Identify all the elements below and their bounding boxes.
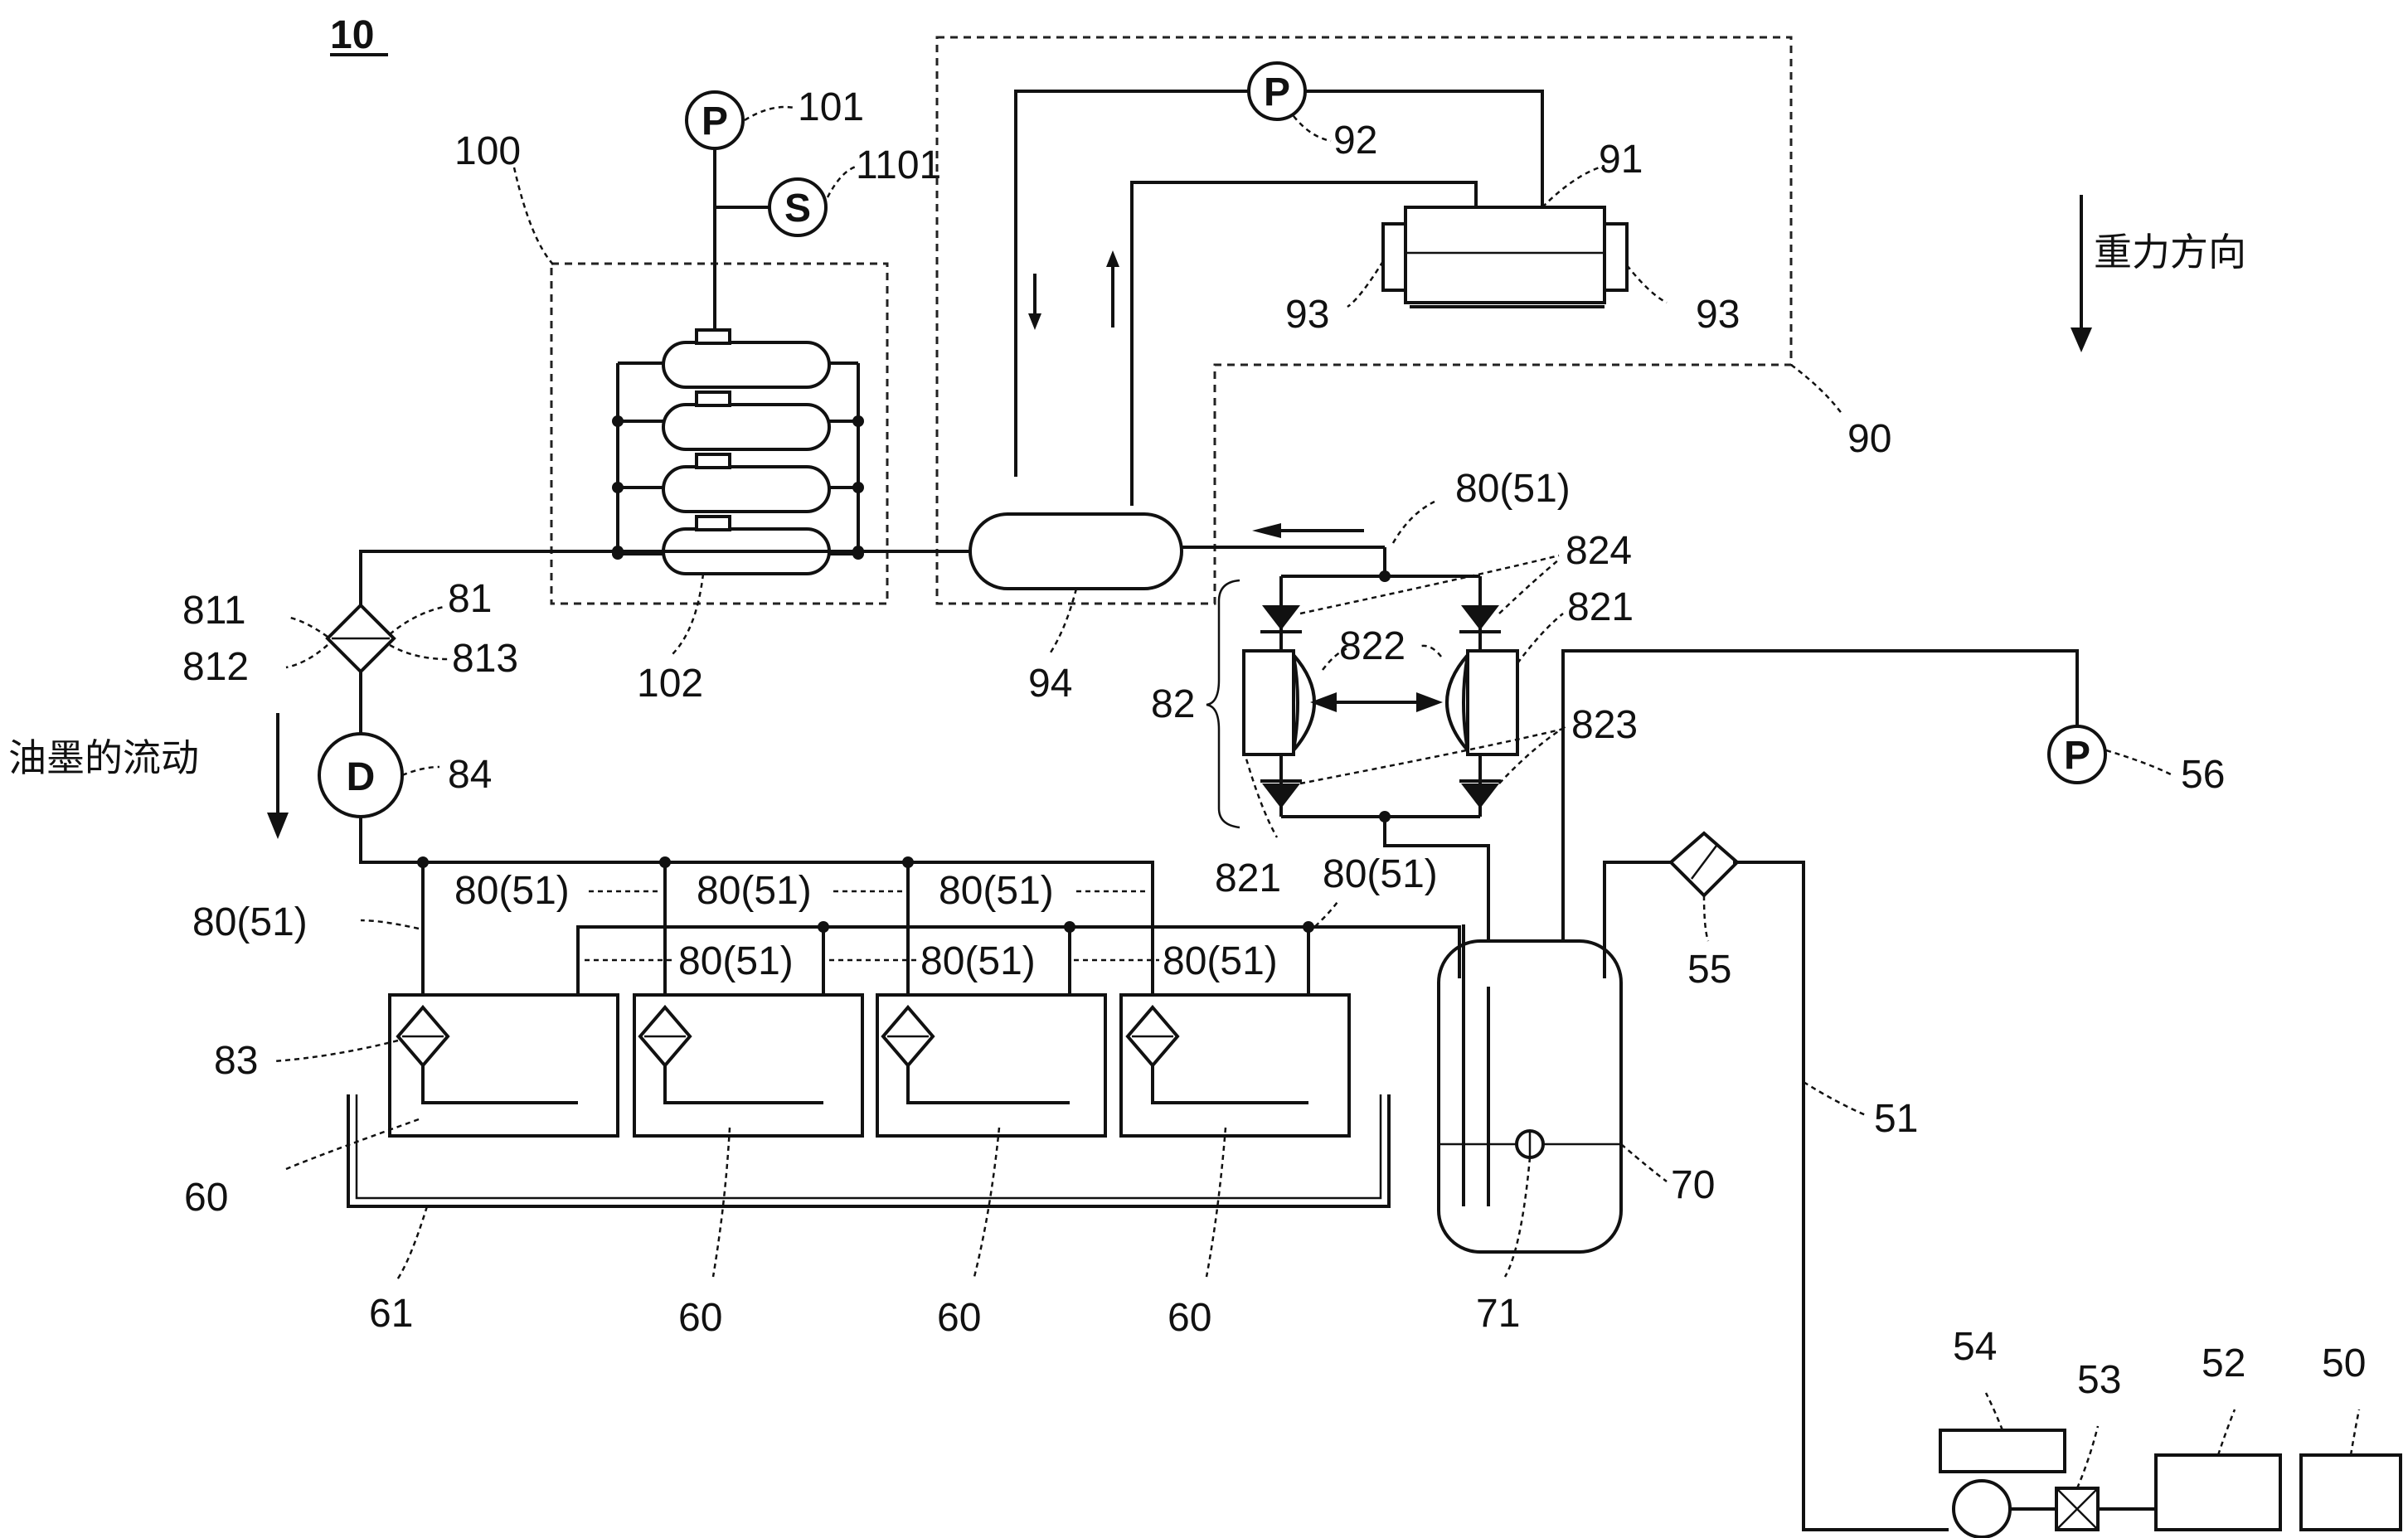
label-821-left: 821 bbox=[1215, 856, 1281, 900]
label-813: 813 bbox=[452, 637, 518, 681]
label-100: 100 bbox=[454, 129, 521, 173]
pump-56-symbol: P bbox=[2064, 734, 2090, 778]
label-70: 70 bbox=[1671, 1163, 1715, 1207]
label-80-51-c: 80(51) bbox=[697, 869, 812, 913]
label-823: 823 bbox=[1571, 703, 1638, 747]
pump-54-icon bbox=[1952, 1479, 2012, 1538]
head-60-4 bbox=[1119, 993, 1351, 1138]
pump-92-icon bbox=[1247, 61, 1307, 121]
accumulator-1 bbox=[662, 341, 831, 389]
label-60-1: 60 bbox=[184, 1176, 228, 1220]
label-80-51-mid: 80(51) bbox=[1323, 852, 1438, 896]
label-60-3: 60 bbox=[937, 1296, 981, 1340]
label-1101: 1101 bbox=[856, 143, 941, 187]
label-811: 811 bbox=[182, 589, 246, 633]
pump-101-symbol: P bbox=[702, 99, 728, 143]
label-81: 81 bbox=[448, 577, 492, 621]
module-90-outline bbox=[935, 36, 1793, 605]
component-52 bbox=[2154, 1453, 2282, 1531]
label-80-51-b: 80(51) bbox=[454, 869, 570, 913]
label-812: 812 bbox=[182, 645, 249, 689]
end-cap-93-left bbox=[1381, 222, 1407, 292]
label-821-right: 821 bbox=[1567, 585, 1634, 629]
head-60-1 bbox=[388, 993, 619, 1138]
label-52: 52 bbox=[2202, 1342, 2245, 1385]
label-80-51-e: 80(51) bbox=[678, 939, 794, 983]
label-80-51-top: 80(51) bbox=[1455, 467, 1571, 511]
label-94: 94 bbox=[1028, 662, 1072, 706]
label-50: 50 bbox=[2322, 1342, 2366, 1385]
label-56: 56 bbox=[2181, 753, 2225, 797]
label-80-51-d: 80(51) bbox=[939, 869, 1054, 913]
ink-flow-label: 油墨的流动 bbox=[8, 735, 199, 780]
tank-70 bbox=[1437, 939, 1623, 1254]
label-824: 824 bbox=[1566, 529, 1632, 573]
label-80-51-g: 80(51) bbox=[1163, 939, 1278, 983]
label-55: 55 bbox=[1687, 948, 1731, 992]
label-91: 91 bbox=[1599, 138, 1643, 182]
label-93-right: 93 bbox=[1696, 293, 1740, 337]
label-84: 84 bbox=[448, 753, 492, 797]
sensor-1101-icon bbox=[768, 177, 828, 237]
accumulator-3 bbox=[662, 465, 831, 513]
accumulator-stack-102 bbox=[612, 328, 864, 575]
label-80-51-a: 80(51) bbox=[192, 900, 308, 944]
component-54 bbox=[1939, 1429, 2066, 1473]
label-90: 90 bbox=[1847, 417, 1891, 461]
filter-55 bbox=[1668, 831, 1740, 898]
pump-92-symbol: P bbox=[1264, 70, 1290, 114]
degassing-module-91 bbox=[1404, 206, 1606, 304]
label-101: 101 bbox=[798, 85, 864, 129]
tank-94 bbox=[969, 512, 1183, 590]
label-93-left: 93 bbox=[1285, 293, 1329, 337]
end-cap-93-right bbox=[1603, 222, 1629, 292]
sensor-1101-symbol: S bbox=[784, 187, 811, 230]
label-80-51-f: 80(51) bbox=[920, 939, 1036, 983]
label-83: 83 bbox=[214, 1039, 258, 1083]
component-50 bbox=[2299, 1453, 2402, 1531]
label-822: 822 bbox=[1339, 624, 1405, 668]
figure-number: 10 bbox=[330, 13, 374, 57]
label-71: 71 bbox=[1476, 1292, 1520, 1336]
head-60-3 bbox=[876, 993, 1107, 1138]
head-60-2 bbox=[633, 993, 864, 1138]
gravity-direction-label: 重力方向 bbox=[2094, 230, 2246, 274]
label-51: 51 bbox=[1874, 1097, 1918, 1141]
label-92: 92 bbox=[1333, 119, 1377, 163]
label-61: 61 bbox=[369, 1292, 413, 1336]
label-53: 53 bbox=[2077, 1358, 2121, 1402]
label-82: 82 bbox=[1151, 682, 1195, 726]
diaphragm-pump-82 bbox=[1206, 570, 1519, 829]
module-100-outline bbox=[550, 262, 889, 605]
label-60-4: 60 bbox=[1168, 1296, 1211, 1340]
label-102: 102 bbox=[637, 662, 703, 706]
pump-56-icon bbox=[2047, 725, 2107, 784]
damper-84-symbol: D bbox=[347, 755, 376, 799]
carriage-61 bbox=[347, 1094, 1391, 1208]
label-54: 54 bbox=[1953, 1325, 1997, 1369]
label-60-2: 60 bbox=[678, 1296, 722, 1340]
accumulator-2 bbox=[662, 403, 831, 451]
